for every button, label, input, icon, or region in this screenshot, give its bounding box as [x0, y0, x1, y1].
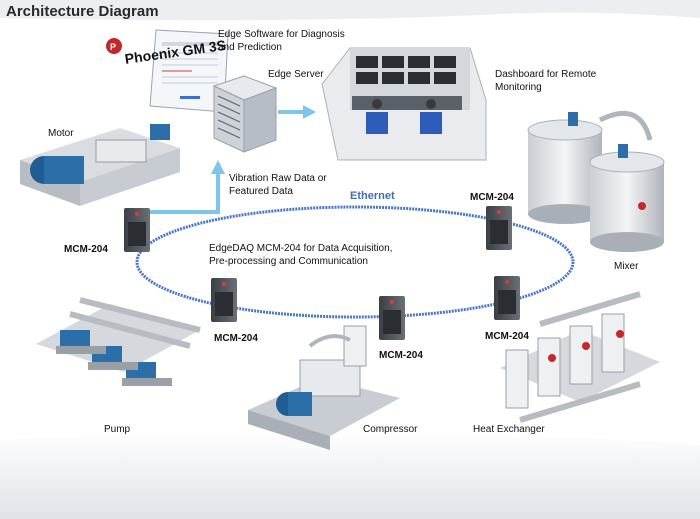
- mcm-204-label: MCM-204: [485, 331, 529, 342]
- vibration-data-label: Vibration Raw Data or Featured Data: [229, 172, 327, 198]
- control-room-icon: [321, 47, 487, 161]
- dashboard-label: Dashboard for Remote Monitoring: [495, 68, 596, 94]
- mcm-204-device-icon: [211, 278, 237, 322]
- pump-icon: [36, 297, 201, 386]
- mcm-204-label: MCM-204: [64, 244, 108, 255]
- motor-label: Motor: [48, 128, 74, 139]
- compressor-icon: [248, 325, 400, 450]
- dashboard-line-1: Dashboard for Remote: [495, 69, 597, 80]
- phoenix-logo-icon: P: [106, 38, 122, 54]
- mcm-204-device-icon: [379, 296, 405, 340]
- vibration-line-1: Vibration Raw Data or: [229, 173, 327, 184]
- edgedaq-line-2: Pre-processing and Communication: [209, 256, 368, 267]
- mcm-204-label: MCM-204: [470, 192, 514, 203]
- svg-text:P: P: [110, 42, 116, 52]
- upload-arrow: [150, 172, 220, 214]
- header-band: [0, 0, 700, 21]
- compressor-label: Compressor: [363, 424, 418, 435]
- edge-software-label: Edge Software for Diagnosis and Predicti…: [218, 28, 345, 54]
- edgedaq-line-1: EdgeDAQ MCM-204 for Data Acquisition,: [209, 243, 393, 254]
- mcm-204-label: MCM-204: [379, 350, 423, 361]
- mcm-204-label: MCM-204: [214, 333, 258, 344]
- page-title: Architecture Diagram: [6, 3, 159, 20]
- heat-exchanger-icon: [500, 291, 660, 423]
- floor-sweep: [0, 431, 700, 519]
- pump-label: Pump: [104, 424, 131, 435]
- edge-software-line-1: Edge Software for Diagnosis: [218, 29, 345, 40]
- vibration-line-2: Featured Data: [229, 186, 293, 197]
- edgedaq-label: EdgeDAQ MCM-204 for Data Acquisition, Pr…: [209, 242, 392, 268]
- heat-exchanger-label: Heat Exchanger: [473, 424, 545, 435]
- mcm-204-device-icon: [486, 206, 512, 250]
- edge-server-icon: [212, 75, 278, 153]
- software-screen-icon: [149, 29, 229, 113]
- edge-server-label: Edge Server: [268, 69, 324, 80]
- upload-arrow-head: [211, 160, 225, 174]
- dashboard-line-2: Monitoring: [495, 82, 542, 93]
- mixer-label: Mixer: [614, 261, 639, 272]
- edge-software-line-2: and Prediction: [218, 42, 282, 53]
- ethernet-ring: [135, 205, 575, 319]
- server-to-dashboard-arrow-head: [303, 105, 316, 119]
- ethernet-label: Ethernet: [350, 190, 395, 202]
- motor-icon: [20, 124, 180, 206]
- mcm-204-device-icon: [494, 276, 520, 320]
- mixer-tanks-icon: [527, 110, 665, 252]
- mcm-204-device-icon: [124, 208, 150, 252]
